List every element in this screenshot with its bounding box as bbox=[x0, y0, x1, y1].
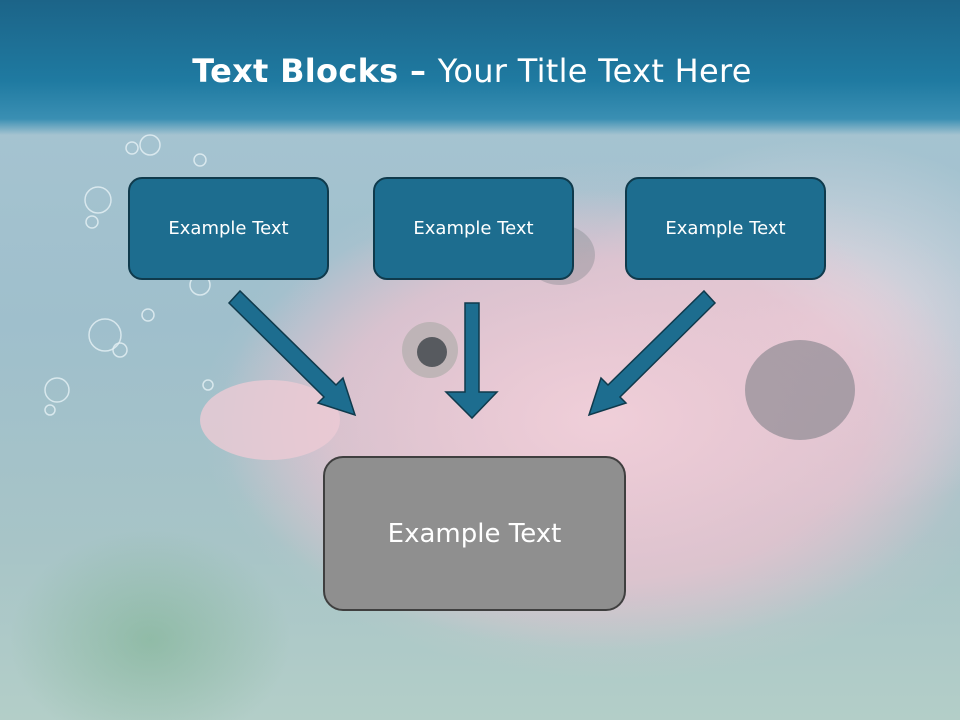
bubbles-group bbox=[44, 134, 214, 416]
arrow-left-to-target bbox=[227, 289, 357, 417]
slide-title: Text Blocks – Your Title Text Here bbox=[0, 52, 944, 90]
bubble bbox=[193, 153, 207, 167]
title-bold-part: Text Blocks bbox=[192, 52, 399, 90]
bubble bbox=[85, 215, 99, 229]
text-block-center[interactable]: Example Text bbox=[373, 177, 574, 280]
bubble bbox=[139, 134, 161, 156]
fish-spot-shape bbox=[745, 340, 855, 440]
title-rest-part: Your Title Text Here bbox=[437, 52, 752, 90]
text-block-center-label: Example Text bbox=[413, 218, 534, 239]
arrow-right-to-target bbox=[587, 289, 717, 417]
title-band bbox=[0, 0, 960, 135]
text-block-left[interactable]: Example Text bbox=[128, 177, 329, 280]
fish-eye-inner bbox=[417, 337, 447, 367]
bubble bbox=[141, 308, 155, 322]
text-block-left-label: Example Text bbox=[168, 218, 289, 239]
bubble bbox=[84, 186, 112, 214]
text-block-right[interactable]: Example Text bbox=[625, 177, 826, 280]
bubble bbox=[202, 379, 214, 391]
target-block[interactable]: Example Text bbox=[323, 456, 626, 611]
bubble bbox=[112, 342, 128, 358]
title-dash: – bbox=[398, 52, 438, 90]
bubble bbox=[125, 141, 139, 155]
bubble bbox=[88, 318, 122, 352]
target-block-label: Example Text bbox=[387, 518, 562, 549]
arrow-center-to-target bbox=[444, 302, 499, 420]
fish-lips-shape bbox=[200, 380, 340, 460]
bubble bbox=[44, 377, 70, 403]
text-block-right-label: Example Text bbox=[665, 218, 786, 239]
bubble bbox=[44, 404, 56, 416]
